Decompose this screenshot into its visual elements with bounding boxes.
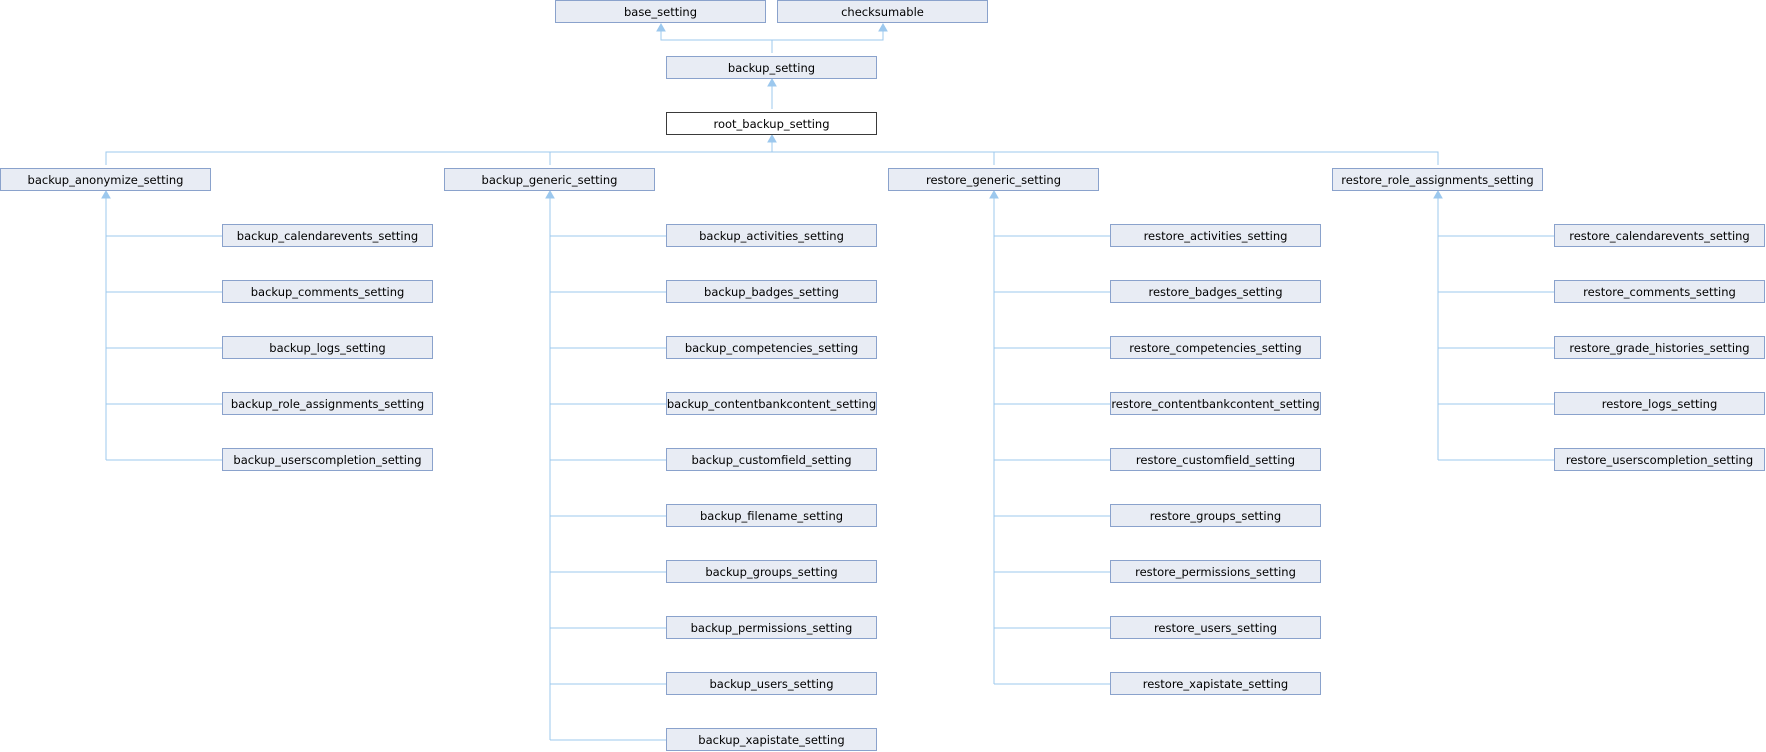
node-backup-permissions-setting[interactable]: backup_permissions_setting — [666, 616, 877, 639]
node-backup-users-setting[interactable]: backup_users_setting — [666, 672, 877, 695]
node-restore-groups-setting[interactable]: restore_groups_setting — [1110, 504, 1321, 527]
node-backup-filename-setting[interactable]: backup_filename_setting — [666, 504, 877, 527]
node-restore-contentbankcontent-setting[interactable]: restore_contentbankcontent_setting — [1110, 392, 1321, 415]
node-backup-calendarevents-setting[interactable]: backup_calendarevents_setting — [222, 224, 433, 247]
arrowhead-restore-generic — [989, 189, 999, 199]
arrowhead-base-setting — [656, 22, 666, 32]
edge-backup-setting-to-checksumable — [772, 31, 884, 41]
node-backup-contentbankcontent-setting[interactable]: backup_contentbankcontent_setting — [666, 392, 877, 415]
arrowhead-backup-generic — [545, 189, 555, 199]
node-backup-comments-setting[interactable]: backup_comments_setting — [222, 280, 433, 303]
node-backup-badges-setting[interactable]: backup_badges_setting — [666, 280, 877, 303]
node-backup-activities-setting[interactable]: backup_activities_setting — [666, 224, 877, 247]
node-backup-role-assignments-setting[interactable]: backup_role_assignments_setting — [222, 392, 433, 415]
node-backup-setting[interactable]: backup_setting — [666, 56, 877, 79]
arrowhead-checksumable — [878, 22, 888, 32]
arrowhead-backup-anonymize — [101, 189, 111, 199]
node-restore-users-setting[interactable]: restore_users_setting — [1110, 616, 1321, 639]
node-backup-generic-setting[interactable]: backup_generic_setting — [444, 168, 655, 191]
node-backup-customfield-setting[interactable]: backup_customfield_setting — [666, 448, 877, 471]
node-restore-badges-setting[interactable]: restore_badges_setting — [1110, 280, 1321, 303]
node-backup-competencies-setting[interactable]: backup_competencies_setting — [666, 336, 877, 359]
arrowhead-restore-role-assignments — [1433, 189, 1443, 199]
node-restore-customfield-setting[interactable]: restore_customfield_setting — [1110, 448, 1321, 471]
node-checksumable[interactable]: checksumable — [777, 0, 988, 23]
node-restore-permissions-setting[interactable]: restore_permissions_setting — [1110, 560, 1321, 583]
node-base-setting[interactable]: base_setting — [555, 0, 766, 23]
arrowhead-backup-setting — [767, 77, 777, 87]
node-backup-xapistate-setting[interactable]: backup_xapistate_setting — [666, 728, 877, 751]
node-backup-groups-setting[interactable]: backup_groups_setting — [666, 560, 877, 583]
node-backup-logs-setting[interactable]: backup_logs_setting — [222, 336, 433, 359]
node-root-backup-setting: root_backup_setting — [666, 112, 877, 135]
node-restore-generic-setting[interactable]: restore_generic_setting — [888, 168, 1099, 191]
node-restore-activities-setting[interactable]: restore_activities_setting — [1110, 224, 1321, 247]
node-restore-calendarevents-setting[interactable]: restore_calendarevents_setting — [1554, 224, 1765, 247]
node-restore-logs-setting[interactable]: restore_logs_setting — [1554, 392, 1765, 415]
node-restore-comments-setting[interactable]: restore_comments_setting — [1554, 280, 1765, 303]
node-backup-userscompletion-setting[interactable]: backup_userscompletion_setting — [222, 448, 433, 471]
arrowhead-root-backup-setting — [767, 133, 777, 143]
node-restore-competencies-setting[interactable]: restore_competencies_setting — [1110, 336, 1321, 359]
node-restore-xapistate-setting[interactable]: restore_xapistate_setting — [1110, 672, 1321, 695]
node-restore-userscompletion-setting[interactable]: restore_userscompletion_setting — [1554, 448, 1765, 471]
node-backup-anonymize-setting[interactable]: backup_anonymize_setting — [0, 168, 211, 191]
edge-backup-setting-to-bases — [660, 31, 773, 53]
edge-level2-bus — [105, 151, 1439, 165]
node-restore-grade-histories-setting[interactable]: restore_grade_histories_setting — [1554, 336, 1765, 359]
node-restore-role-assignments-setting[interactable]: restore_role_assignments_setting — [1332, 168, 1543, 191]
